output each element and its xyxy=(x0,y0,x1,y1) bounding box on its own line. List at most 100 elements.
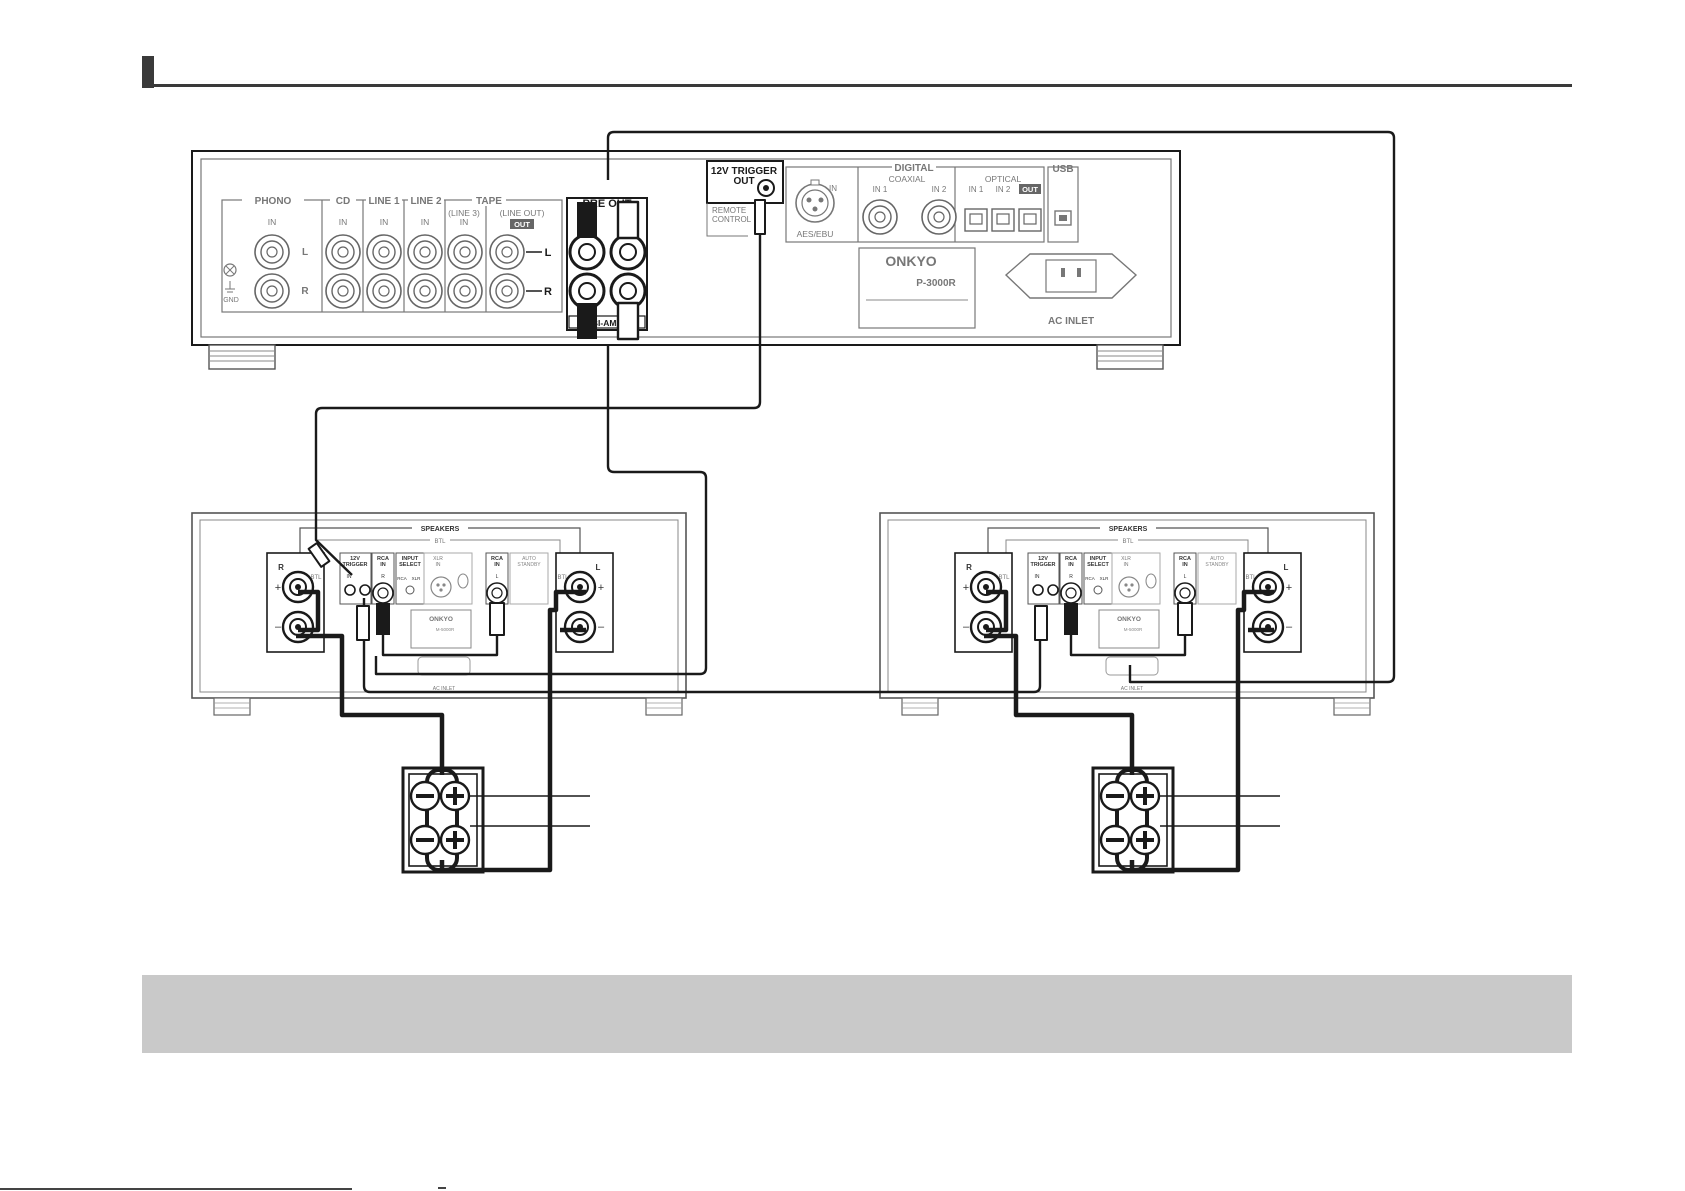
preamplifier-rear-panel: PHONO CD LINE 1 LINE 2 TAPE (LINE 3) (LI… xyxy=(191,150,1181,370)
speaker-terminal-right xyxy=(1091,766,1280,874)
pre-out-r-jack[interactable] xyxy=(568,272,606,310)
brand-label: ONKYO xyxy=(885,253,936,269)
speaker-r-label-l: R xyxy=(278,563,284,572)
pre-out-l-label: L xyxy=(545,247,552,259)
speaker-l-label-l: L xyxy=(596,563,601,572)
model-label: P-3000R xyxy=(916,278,956,289)
rca-in-l-jack-r[interactable] xyxy=(1174,582,1196,604)
btl-r-label-l: BTL xyxy=(310,575,322,581)
rca-in-r-jack-l[interactable] xyxy=(372,582,394,604)
coax-in1-label: IN 1 xyxy=(873,185,888,194)
note-bar xyxy=(142,975,1572,1053)
pre-out-l-jack[interactable] xyxy=(568,233,606,271)
line1-in-label: IN xyxy=(380,217,389,227)
input-select-switch-r[interactable] xyxy=(1093,585,1103,595)
trigger-in-jack-l[interactable] xyxy=(344,584,356,596)
btl-label-l: BTL xyxy=(434,539,446,545)
xlr-in-label-r: IN xyxy=(1124,562,1129,568)
rca-in-label-1-l: RCA xyxy=(377,556,389,562)
rca-in-label-2-r: IN xyxy=(1068,562,1074,568)
amp-ac-inlet-label-r: AC INLET xyxy=(1121,686,1144,692)
btl-r-label-r: BTL xyxy=(998,575,1010,581)
tape-out-badge: OUT xyxy=(514,220,530,229)
speaker-terminal-left xyxy=(401,766,590,874)
amp-brand-label-l: ONKYO xyxy=(429,616,453,623)
speaker-l-label-r: L xyxy=(1284,563,1289,572)
trigger-out-label-1: 12V TRIGGER xyxy=(711,166,778,177)
bi-amp-l-jack[interactable] xyxy=(609,233,647,271)
minus-label-3: – xyxy=(963,621,970,633)
trigger-label-2-r: TRIGGER xyxy=(1030,562,1055,568)
cd-label: CD xyxy=(336,196,350,207)
rca-r-label-r: R xyxy=(1069,574,1073,580)
trigger-in-label-r: IN xyxy=(1035,574,1040,580)
trigger-in-label-l: IN xyxy=(347,574,352,580)
trigger-out-jack-r[interactable] xyxy=(1047,584,1059,596)
coaxial-label: COAXIAL xyxy=(889,174,926,184)
minus-label-4: – xyxy=(1286,621,1293,633)
trigger-out-label-2: OUT xyxy=(733,176,754,187)
select-rca-label-r: RCA xyxy=(1085,576,1095,581)
line-out-label: (LINE OUT) xyxy=(500,208,545,218)
cables xyxy=(296,130,1396,873)
amp-model-label-l: M-5000R xyxy=(436,627,455,632)
footer-mark xyxy=(438,1187,446,1189)
speakers-label-r: SPEAKERS xyxy=(1109,526,1148,533)
trigger-label-1-l: 12V xyxy=(350,556,360,562)
trigger-out-jack-l[interactable] xyxy=(359,584,371,596)
usb-label: USB xyxy=(1052,164,1073,175)
input-select-label-1-r: INPUT xyxy=(1090,556,1107,562)
amp-model-label-r: M-5000R xyxy=(1124,627,1143,632)
amp-ac-inlet-label-l: AC INLET xyxy=(433,686,456,692)
line2-label: LINE 2 xyxy=(410,196,442,207)
xlr-label-r: XLR xyxy=(1121,556,1131,562)
power-amplifier-right: SPEAKERS BTL R BTL + – L BTL + – 12V TRI… xyxy=(879,512,1375,716)
line3-label: (LINE 3) xyxy=(448,208,480,218)
auto-standby-label-1-l: AUTO xyxy=(522,556,536,562)
trigger-label-1-r: 12V xyxy=(1038,556,1048,562)
power-amplifier-left: SPEAKERS BTL R BTL + – L BTL + – 12V TRI… xyxy=(191,512,687,716)
section-marker xyxy=(142,56,154,88)
btl-l-label-l: BTL xyxy=(557,575,569,581)
speaker-r-label-r: R xyxy=(966,563,972,572)
input-select-label-1-l: INPUT xyxy=(402,556,419,562)
rca-in-label-1-r: RCA xyxy=(1065,556,1077,562)
aes-ebu-xlr-jack xyxy=(795,179,835,223)
plus-label-1: + xyxy=(275,582,281,594)
cd-in-label: IN xyxy=(339,217,348,227)
trigger-label-2-l: TRIGGER xyxy=(342,562,367,568)
rca-in-label-2-l: IN xyxy=(380,562,386,568)
digital-label: DIGITAL xyxy=(894,163,933,174)
aes-ebu-label: AES/EBU xyxy=(797,229,834,239)
btl-l-label-r: BTL xyxy=(1245,575,1257,581)
rca-l-label-r: L xyxy=(1184,574,1187,580)
opt-in1-label: IN 1 xyxy=(969,185,984,194)
line3-in-label: IN xyxy=(460,217,469,227)
select-rca-label-l: RCA xyxy=(397,576,407,581)
select-xlr-label-r: XLR xyxy=(1100,576,1110,581)
rca-in-l-jack-l[interactable] xyxy=(486,582,508,604)
select-xlr-label-l: XLR xyxy=(412,576,422,581)
trigger-out-jack[interactable] xyxy=(757,179,775,197)
plus-label-4: + xyxy=(1286,582,1292,594)
phono-l-label: L xyxy=(302,247,308,258)
minus-label-1: – xyxy=(275,621,282,633)
trigger-in-jack-r[interactable] xyxy=(1032,584,1044,596)
plus-label-2: + xyxy=(598,582,604,594)
tape-label: TAPE xyxy=(476,196,502,207)
rca-in-r-jack-r[interactable] xyxy=(1060,582,1082,604)
input-select-label-2-l: SELECT xyxy=(399,562,421,568)
gnd-label: GND xyxy=(223,297,239,304)
remote-label-2: CONTROL xyxy=(712,215,752,224)
speakers-label-l: SPEAKERS xyxy=(421,526,460,533)
auto-standby-label-2-l: STANDBY xyxy=(517,562,541,568)
phono-in-label: IN xyxy=(268,217,277,227)
ac-inlet-label: AC INLET xyxy=(1048,316,1094,327)
bi-amp-r-jack[interactable] xyxy=(609,272,647,310)
amp-brand-label-r: ONKYO xyxy=(1117,616,1141,623)
xlr-in-jack-l xyxy=(430,576,452,598)
input-select-label-2-r: SELECT xyxy=(1087,562,1109,568)
rca-l-label-l: L xyxy=(496,574,499,580)
bi-amp-label: BI-AMP xyxy=(592,318,623,328)
input-select-switch-l[interactable] xyxy=(405,585,415,595)
